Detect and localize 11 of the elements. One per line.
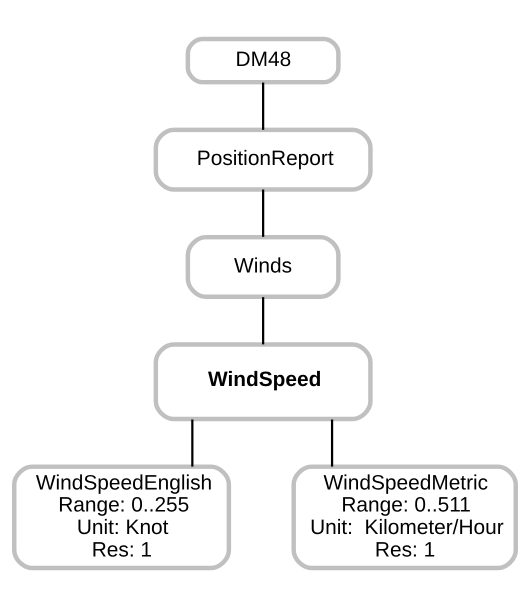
node-box: PositionReport xyxy=(154,127,373,192)
node-box: WindSpeedMetric Range: 0..511 Unit: Kilometer/Hour Res: 1 xyxy=(291,464,518,570)
connector xyxy=(262,296,264,344)
connector xyxy=(262,189,264,236)
node-box: WindSpeed xyxy=(154,342,373,421)
connector xyxy=(330,419,334,466)
node-box: WindSpeedEnglish Range: 0..255 Unit: Knot Res: 1 xyxy=(12,464,232,570)
node-box: Winds xyxy=(186,234,341,299)
node-box: DM48 xyxy=(186,36,341,84)
connector xyxy=(262,82,264,130)
connector xyxy=(191,419,194,466)
